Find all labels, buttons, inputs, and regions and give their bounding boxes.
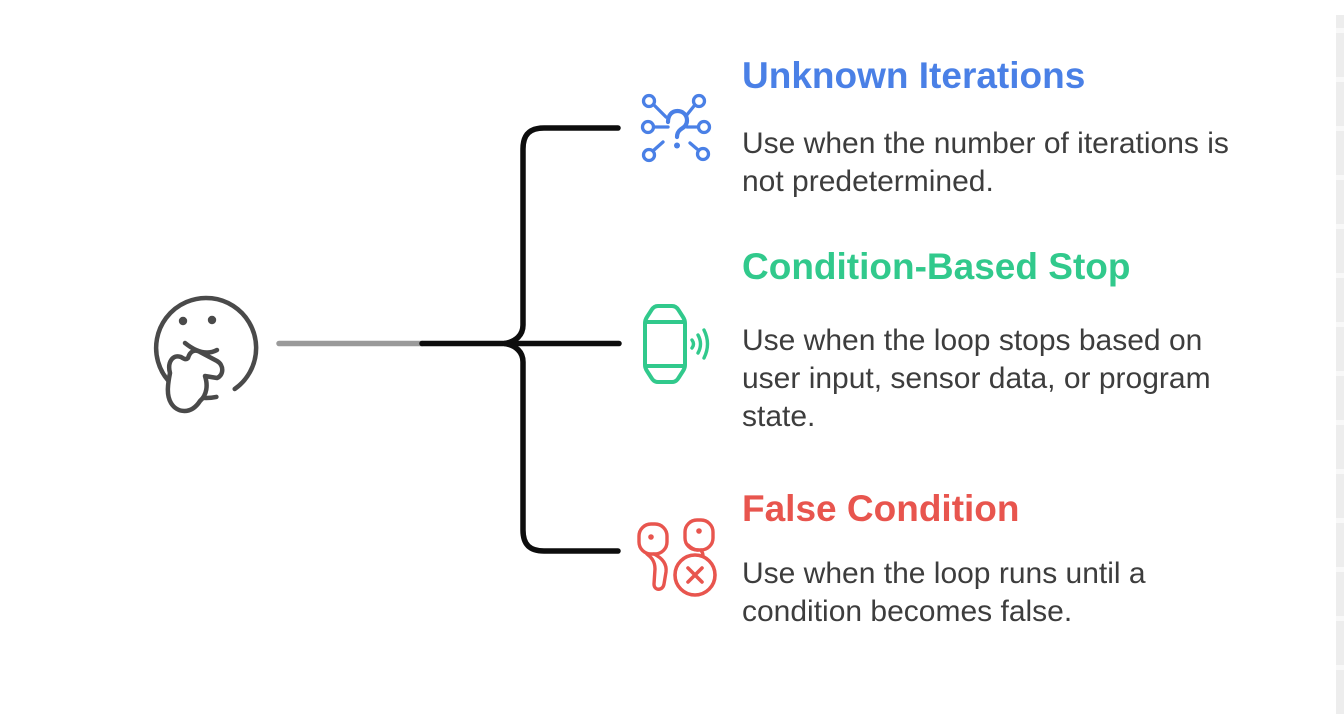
branch-description-false-condition: Use when the loop runs until a condition… <box>742 555 1282 631</box>
description-line: Use when the loop runs until a <box>742 557 1146 590</box>
description-line: state. <box>742 400 816 433</box>
left-eye <box>178 316 188 326</box>
branch-description-unknown-iterations: Use when the number of iterations is not… <box>742 125 1282 201</box>
thinking-face-icon[interactable] <box>150 288 265 423</box>
thinking-face-shapes <box>153 295 259 414</box>
sensor-signal-shapes <box>643 304 710 384</box>
thinking-hand <box>165 348 225 414</box>
description-line: user input, sensor data, or program <box>742 362 1211 395</box>
branch-title-false-condition[interactable]: False Condition <box>742 488 1020 529</box>
branch-title-condition-based-stop[interactable]: Condition-Based Stop <box>742 246 1131 287</box>
question-network-shapes <box>640 93 712 163</box>
description-line: Use when the loop stops based on <box>742 324 1203 357</box>
description-line: Use when the number of iterations is <box>742 127 1229 160</box>
earbuds-cancel-icon[interactable] <box>634 508 722 602</box>
sensor-signal-icon[interactable] <box>640 300 718 392</box>
scrollbar-track[interactable] <box>1336 15 1344 714</box>
description-line: not predetermined. <box>742 165 994 198</box>
description-line: condition becomes false. <box>742 595 1073 628</box>
branch-title-unknown-iterations[interactable]: Unknown Iterations <box>742 55 1086 96</box>
branch-description-condition-based-stop: Use when the loop stops based on user in… <box>742 322 1282 436</box>
right-eye <box>207 315 217 325</box>
earbuds-cancel-shapes <box>637 518 717 597</box>
question-network-icon[interactable] <box>630 82 725 172</box>
